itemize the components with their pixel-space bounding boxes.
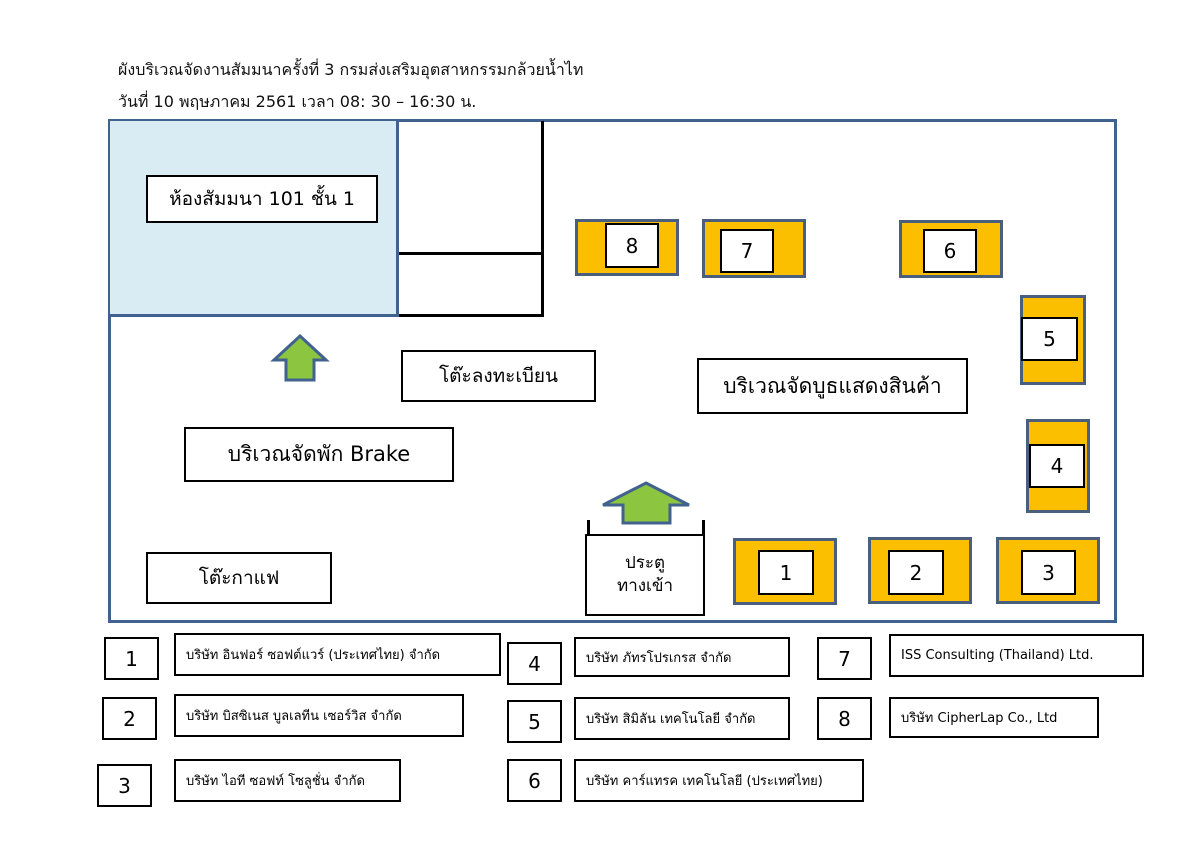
booth-number: 5 <box>1021 317 1078 361</box>
break-area-label: บริเวณจัดพัก Brake <box>184 427 454 482</box>
legend-company-8: บริษัท CipherLap Co., Ltd <box>889 697 1099 738</box>
entrance-arrow-up-icon <box>602 481 690 525</box>
booth-3[interactable]: 3 <box>996 537 1100 604</box>
booth-area-label: บริเวณจัดบูธแสดงสินค้า <box>697 358 968 414</box>
entrance-label-line2: ทางเข้า <box>616 576 674 596</box>
door-frame-left <box>587 520 590 536</box>
booth-4[interactable]: 4 <box>1026 419 1090 513</box>
booth-2[interactable]: 2 <box>868 537 972 604</box>
legend-company-5: บริษัท สิมิลัน เทคโนโลยี จำกัด <box>574 697 790 740</box>
booth-1[interactable]: 1 <box>733 538 837 605</box>
booth-7[interactable]: 7 <box>702 219 806 278</box>
entrance-label-line1: ประตู <box>624 553 666 574</box>
booth-number: 6 <box>923 229 977 273</box>
booth-number: 2 <box>888 550 944 595</box>
legend-number-7: 7 <box>817 637 872 680</box>
legend-number-4: 4 <box>507 642 562 685</box>
booth-5[interactable]: 5 <box>1020 295 1086 385</box>
booth-number: 7 <box>720 229 774 273</box>
wall-vertical <box>541 121 544 317</box>
legend-company-1: บริษัท อินฟอร์ ซอฟต์แวร์ (ประเทศไทย) จำก… <box>174 633 501 676</box>
booth-number: 1 <box>758 550 814 595</box>
legend-number-6: 6 <box>507 759 562 802</box>
booth-number: 8 <box>605 223 659 268</box>
coffee-table: โต๊ะกาแฟ <box>146 552 332 604</box>
page-title: ผังบริเวณจัดงานสัมมนาครั้งที่ 3 กรมส่งเส… <box>118 60 584 79</box>
booth-number: 3 <box>1021 550 1076 595</box>
booth-8[interactable]: 8 <box>575 219 679 276</box>
event-date-time: วันที่ 10 พฤษภาคม 2561 เวลา 08: 30 – 16:… <box>118 92 477 111</box>
legend-number-8: 8 <box>817 697 872 740</box>
legend-company-6: บริษัท คาร์แทรค เทคโนโลยี (ประเทศไทย) <box>574 759 864 802</box>
legend-number-2: 2 <box>102 697 157 740</box>
legend-company-7: ISS Consulting (Thailand) Ltd. <box>889 634 1144 677</box>
door-frame-right <box>702 520 705 536</box>
floor-plan-outline <box>108 119 1117 623</box>
legend-number-5: 5 <box>507 700 562 743</box>
booth-number: 4 <box>1029 444 1085 488</box>
legend-company-4: บริษัท ภัทรโปรเกรส จำกัด <box>574 637 790 677</box>
legend-company-3: บริษัท ไอที ซอฟท์ โซลูชั่น จำกัด <box>174 759 401 802</box>
wall-horizontal-mid <box>399 252 544 255</box>
legend-number-1: 1 <box>104 637 159 680</box>
entrance-door[interactable]: ประตู ทางเข้า <box>585 534 705 616</box>
legend-company-2: บริษัท บิสซิเนส บูลเลทีน เซอร์วิส จำกัด <box>174 694 464 737</box>
wall-horizontal-bottom <box>399 314 544 317</box>
arrow-up-icon <box>270 333 330 382</box>
booth-6[interactable]: 6 <box>899 220 1003 278</box>
legend-number-3: 3 <box>97 764 152 807</box>
seminar-room-label: ห้องสัมมนา 101 ชั้น 1 <box>146 175 378 223</box>
registration-desk: โต๊ะลงทะเบียน <box>401 350 596 402</box>
